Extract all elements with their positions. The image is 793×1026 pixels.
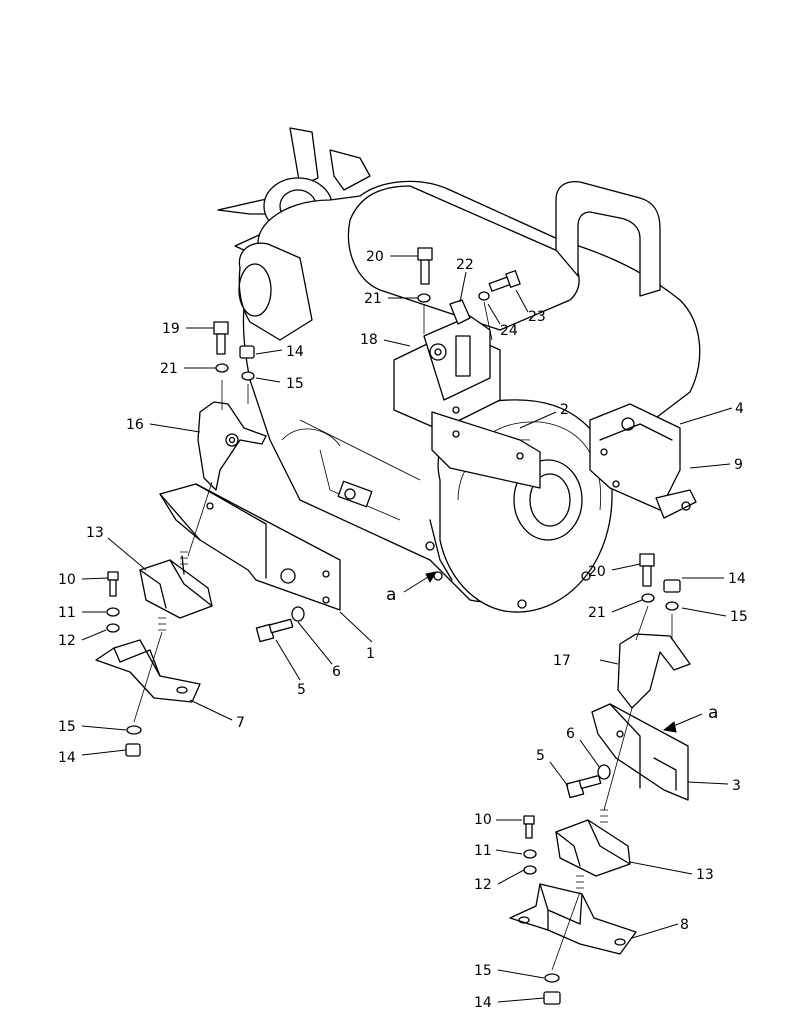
callout-10-left: 10 [58,572,76,588]
bracket-3 [591,703,689,801]
washer-15-left [241,371,255,381]
callout-14-top-left: 14 [286,344,304,360]
bolt-10-right [523,815,535,839]
callout-16: 16 [126,417,144,433]
callout-15-top-left: 15 [286,376,304,392]
lifting-hook [555,180,661,297]
callout-11-right: 11 [474,843,492,859]
nut-14-left [239,345,255,359]
callout-23: 23 [528,309,546,325]
washer-21-right [641,593,655,603]
callout-21-left: 21 [160,361,178,377]
washer-24 [478,291,490,301]
callout-21-top: 21 [364,291,382,307]
callout-12-right: 12 [474,877,492,893]
foot-bracket-7 [95,639,201,703]
callout-14-bottom-right: 14 [474,995,492,1011]
view-marker-a-left: a [386,585,396,605]
leader-lines [81,255,733,1003]
washer-15-lower-left [126,725,142,735]
callout-13-right: 13 [696,867,714,883]
callout-20-top: 20 [366,249,384,265]
bolt-5-right [565,774,602,799]
view-arrows [403,571,703,733]
callout-2: 2 [560,402,569,418]
callout-18: 18 [360,332,378,348]
callout-8: 8 [680,917,689,933]
bolt-20-top [417,247,433,285]
assembly-guide-lines [133,301,673,971]
rubber-mount-13-left [139,551,213,631]
washer-6-right [597,764,611,780]
callout-14-right: 14 [728,571,746,587]
washer-21-top [417,293,431,303]
callout-7: 7 [236,715,245,731]
callout-24: 24 [500,323,518,339]
callout-5-left: 5 [297,682,306,698]
callout-10-right: 10 [474,812,492,828]
callout-19: 19 [162,321,180,337]
callout-20-right: 20 [588,564,606,580]
callout-labels: 1 2 3 4 5 5 6 6 7 8 9 10 10 11 11 12 12 … [58,249,748,1011]
nut-14-lower-right [543,991,561,1005]
view-marker-a-right: a [708,703,718,723]
washer-11-left [106,607,120,617]
washer-12-right [523,865,537,875]
callout-15-bottom-right: 15 [474,963,492,979]
callout-12-left: 12 [58,633,76,649]
bolt-23 [488,270,521,292]
side-bracket-1 [159,483,341,611]
callout-1: 1 [366,646,375,662]
bolt-20-right [639,553,655,587]
callout-17: 17 [553,653,571,669]
bolt-5-left [255,618,294,643]
rear-foot-9 [655,489,697,519]
bolt-19 [213,321,229,355]
nut-14-lower-left [125,743,141,757]
washer-21-left [215,363,229,373]
clip-22 [449,299,471,325]
callout-3: 3 [732,778,741,794]
front-plate-2 [431,406,541,489]
callout-21-right: 21 [588,605,606,621]
washer-11-right [523,849,537,859]
foot-bracket-8 [509,883,637,955]
washer-12-left [106,623,120,633]
callout-11-left: 11 [58,605,76,621]
cylinder-head-cover [347,185,580,331]
bracket-16 [197,401,267,491]
callout-15-right: 15 [730,609,748,625]
rear-bracket-4 [589,403,681,511]
callout-9: 9 [734,457,743,473]
bracket-17 [617,633,691,709]
callout-4: 4 [735,401,744,417]
front-bracket-18 [393,315,501,431]
rubber-mount-13-right [555,809,631,889]
washer-15-right [665,601,679,611]
callout-6-right: 6 [566,726,575,742]
callout-6-left: 6 [332,664,341,680]
bolt-10-left [107,571,119,597]
callout-14-bottom-left: 14 [58,750,76,766]
washer-6-left [291,606,305,622]
callout-13-left: 13 [86,525,104,541]
callout-5-right: 5 [536,748,545,764]
callout-15-bottom-left: 15 [58,719,76,735]
nut-14-right [663,579,681,593]
callout-22: 22 [456,257,474,273]
washer-15-lower-right [544,973,560,983]
